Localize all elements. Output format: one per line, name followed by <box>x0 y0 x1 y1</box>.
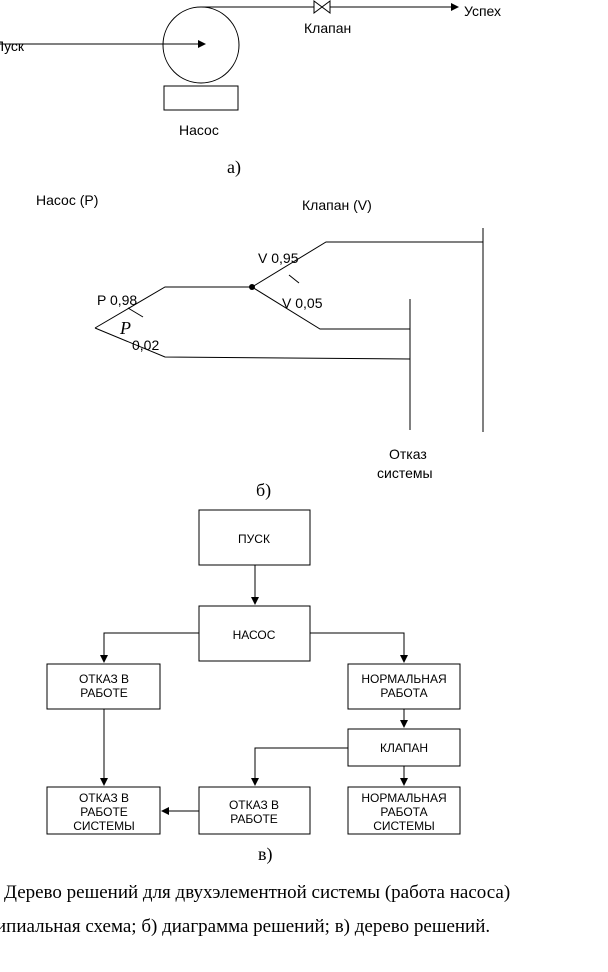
start-label: Пуск <box>0 38 25 54</box>
part-c-label: в) <box>258 844 273 865</box>
system-normal-label-1: НОРМАЛЬНАЯ <box>361 791 446 805</box>
pump-label: Насос <box>179 122 219 138</box>
system-failure-label-2: системы <box>377 465 433 481</box>
pump-circle <box>162 6 240 84</box>
valve-success-tick <box>288 274 300 284</box>
valve-label: Клапан <box>304 20 351 36</box>
pump-success-branch <box>94 286 252 329</box>
pump-success-tick <box>127 307 144 318</box>
system-fail-label-2: РАБОТЕ <box>80 805 128 819</box>
start-box-label: ПУСК <box>238 532 270 546</box>
decision-diagram <box>94 228 484 432</box>
arrow-pump-to-fail <box>100 632 199 663</box>
pump-failure-branch <box>94 327 411 360</box>
system-normal-label-3: СИСТЕМЫ <box>373 819 435 833</box>
pump-fail-label-1: ОТКАЗ В <box>79 672 129 686</box>
valve-box-label: КЛАПАН <box>380 741 428 755</box>
pump-success-prob: P 0,98 <box>97 292 137 308</box>
system-fail-label-1: ОТКАЗ В <box>79 791 129 805</box>
part-b-label: б) <box>256 480 271 501</box>
valve-failure-branch <box>251 286 410 330</box>
pump-normal-label-2: РАБОТА <box>380 686 427 700</box>
pump-fail-label-2: РАБОТЕ <box>80 686 128 700</box>
caption-line-1: Дерево решений для двухэлементной систем… <box>4 882 511 903</box>
decision-tree <box>46 509 461 835</box>
pump-box-label: НАСОС <box>233 628 276 642</box>
valve-success-branch <box>251 241 483 288</box>
pump-header: Насос (P) <box>36 192 98 208</box>
valve-symbol <box>313 0 331 14</box>
figure-canvas: Пуск Клапан Успех Насос а) Насос (P) Кла… <box>0 0 501 865</box>
success-label: Успех <box>464 3 501 19</box>
system-normal-label-2: РАБОТА <box>380 805 427 819</box>
system-fail-label-3: СИСТЕМЫ <box>73 819 135 833</box>
decision-node <box>249 284 255 290</box>
pump-base <box>163 85 239 111</box>
valve-fail-label-1: ОТКАЗ В <box>229 798 279 812</box>
caption-line-2: ипиальная схема; б) диаграмма решений; в… <box>0 916 491 937</box>
pump-normal-label-1: НОРМАЛЬНАЯ <box>361 672 446 686</box>
arrow-valve-to-fail <box>251 747 348 786</box>
valve-failure-prob: V 0,05 <box>282 295 323 311</box>
arrow-pump-to-normal <box>310 632 408 663</box>
system-failure-label-1: Отказ <box>389 446 427 462</box>
schematic <box>0 0 459 111</box>
valve-fail-label-2: РАБОТЕ <box>230 812 278 826</box>
pump-symbol: P <box>119 318 131 338</box>
valve-header: Клапан (V) <box>302 197 372 213</box>
system-normal-box <box>347 786 461 835</box>
system-fail-box <box>46 786 161 835</box>
part-a-label: а) <box>227 157 241 178</box>
pump-failure-prob: 0,02 <box>132 337 159 353</box>
valve-success-prob: V 0,95 <box>258 250 299 266</box>
